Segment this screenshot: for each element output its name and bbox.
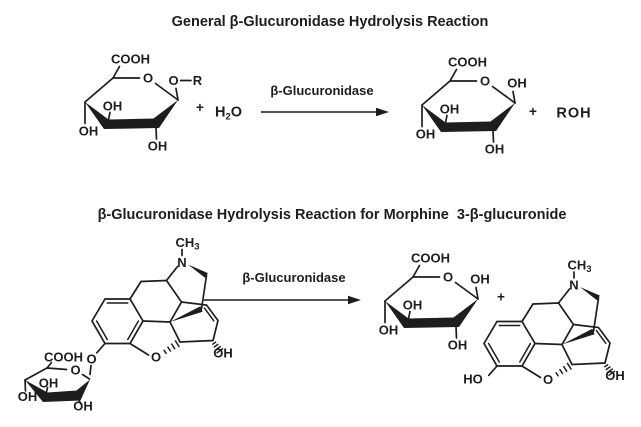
hydroxyl-label: OH <box>485 142 505 157</box>
alcohol-product-label: ROH <box>556 106 591 122</box>
hydroxyl-label: OH <box>448 338 468 353</box>
general-reaction-title: General β-Glucuronidase Hydrolysis React… <box>172 14 489 30</box>
hydroxyl-label: OH <box>403 298 423 313</box>
cooh-label: COOH <box>111 52 150 67</box>
plus-sign: + <box>196 100 204 115</box>
plus-sign: + <box>497 290 505 305</box>
cooh-label: COOH <box>44 350 83 365</box>
hydroxyl-label: OH <box>379 323 399 338</box>
aryl-oxygen-label: O <box>86 352 96 367</box>
hydroxyl-label: OH <box>148 139 168 154</box>
ring-oxygen-label: O <box>143 71 153 86</box>
bond <box>46 367 68 371</box>
hydroxyl-label: OH <box>73 399 93 414</box>
morphine-glucuronide-structure: O COOH O OH OH OH <box>18 234 234 414</box>
cooh-bond <box>46 361 53 369</box>
phenol-hydroxyl-label: HO <box>463 372 483 387</box>
ring-front-wedge <box>25 379 90 402</box>
anomeric-hydroxyl-label: OH <box>470 272 490 287</box>
anomeric-hydroxyl-label: OH <box>507 76 527 91</box>
arrow-head <box>376 107 389 117</box>
oh-bond <box>78 399 82 405</box>
hydroxyl-label: OH <box>39 376 59 391</box>
plus-sign: + <box>529 104 537 119</box>
hydroxyl-label: OH <box>18 389 38 404</box>
glycosidic-oxygen-label: O <box>168 73 178 88</box>
ring-oxygen-label: O <box>443 270 453 285</box>
glucuronide-reactant-labels: COOH O OH OH OH O R <box>79 52 203 154</box>
reaction-arrow-morphine <box>204 295 361 305</box>
cooh-label: COOH <box>411 251 450 266</box>
arrow-head <box>348 295 361 305</box>
glucuronic-acid-product-structure-2: COOH O OH OH OH OH <box>379 251 490 353</box>
bond <box>24 367 48 381</box>
o-anomeric-bond <box>89 364 92 376</box>
bond <box>81 373 91 380</box>
morphine-reaction-title: β-Glucuronidase Hydrolysis Reaction for … <box>98 207 567 223</box>
glucuronide-moiety: COOH O OH OH OH <box>18 350 93 414</box>
hydroxyl-label: OH <box>416 127 436 142</box>
enzyme-label: β-Glucuronidase <box>270 83 373 98</box>
water-formula: H2O <box>215 105 242 123</box>
cooh-label: COOH <box>448 55 487 70</box>
oh-bond <box>45 386 49 393</box>
ring-oxygen-label: O <box>480 74 490 89</box>
hydroxyl-label: OH <box>103 99 123 114</box>
ring-oxygen-label: O <box>70 363 80 378</box>
glucuronide-reactant-structure: COOH O OH OH OH O R <box>79 52 203 154</box>
morphine-product-structure: HO <box>463 256 626 388</box>
hydroxyl-label: OH <box>440 102 460 117</box>
glucuronic-acid-product-structure: COOH O OH OH OH OH <box>416 55 527 157</box>
reaction-arrow-general <box>261 107 389 117</box>
hydroxyl-label: OH <box>79 124 99 139</box>
enzyme-label: β-Glucuronidase <box>242 270 345 285</box>
r-group-label: R <box>193 73 203 88</box>
oh-bond <box>24 379 27 392</box>
